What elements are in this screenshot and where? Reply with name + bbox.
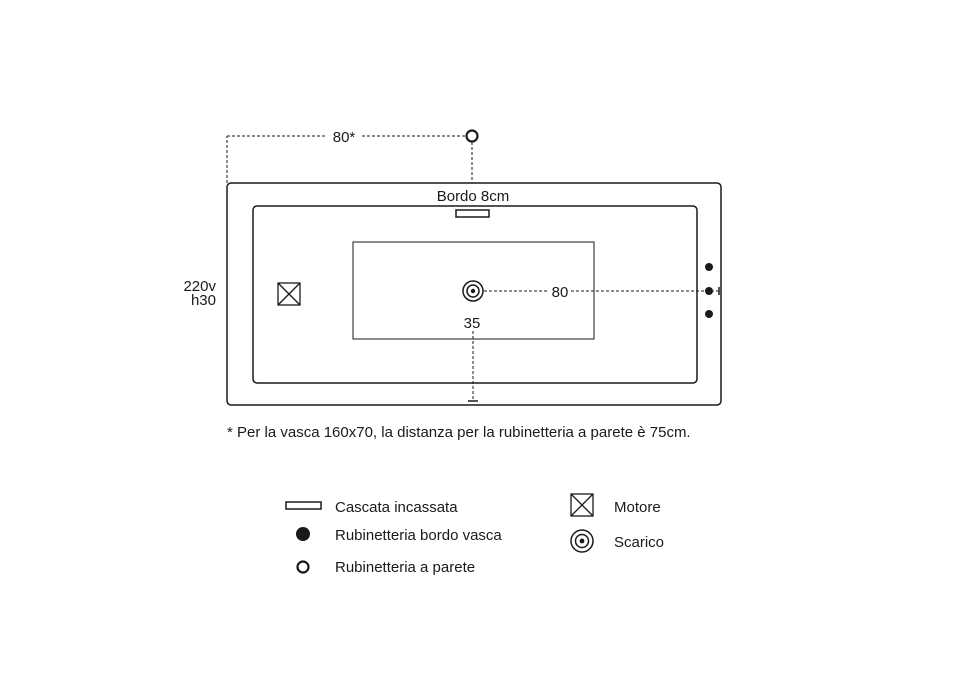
legend-label-wall-faucet: Rubinetteria a parete (335, 559, 475, 576)
drain-icon (570, 529, 594, 553)
deck-faucet-icon (705, 287, 713, 295)
motor-icon (277, 282, 301, 306)
deck-faucet-group (705, 263, 713, 318)
legend-label-deck-faucet: Rubinetteria bordo vasca (335, 527, 502, 544)
deck-faucet-icon (705, 310, 713, 318)
legend-label-recessed-waterfall: Cascata incassata (335, 499, 458, 516)
drain-side-dimension-label: 80 (552, 284, 569, 301)
deck-faucet-icon (296, 527, 310, 541)
drain-center-dimension-label: 35 (464, 315, 481, 332)
wall-faucet-icon (465, 129, 479, 143)
wall-faucet-dimension-label: 80* (333, 129, 356, 146)
wall-faucet-dimension (226, 135, 473, 183)
power-label-height: h30 (191, 292, 216, 309)
tub-outer-rim (226, 182, 722, 406)
drain-icon (462, 280, 484, 302)
legend-label-motor: Motore (614, 499, 661, 516)
wall-faucet-icon (296, 560, 310, 574)
legend: Cascata incassata Rubinetteria bordo vas… (285, 493, 664, 576)
tub-inner-basin (252, 205, 698, 384)
legend-label-drain: Scarico (614, 534, 664, 551)
footnote: * Per la vasca 160x70, la distanza per l… (227, 424, 691, 441)
rim-label: Bordo 8cm (437, 188, 510, 205)
recessed-waterfall-icon (285, 501, 322, 510)
power-label-voltage: 220v (183, 278, 216, 295)
recessed-waterfall-icon (455, 209, 490, 218)
motor-icon (570, 493, 594, 517)
drain-dimension-lines (472, 290, 719, 400)
deck-faucet-icon (705, 263, 713, 271)
